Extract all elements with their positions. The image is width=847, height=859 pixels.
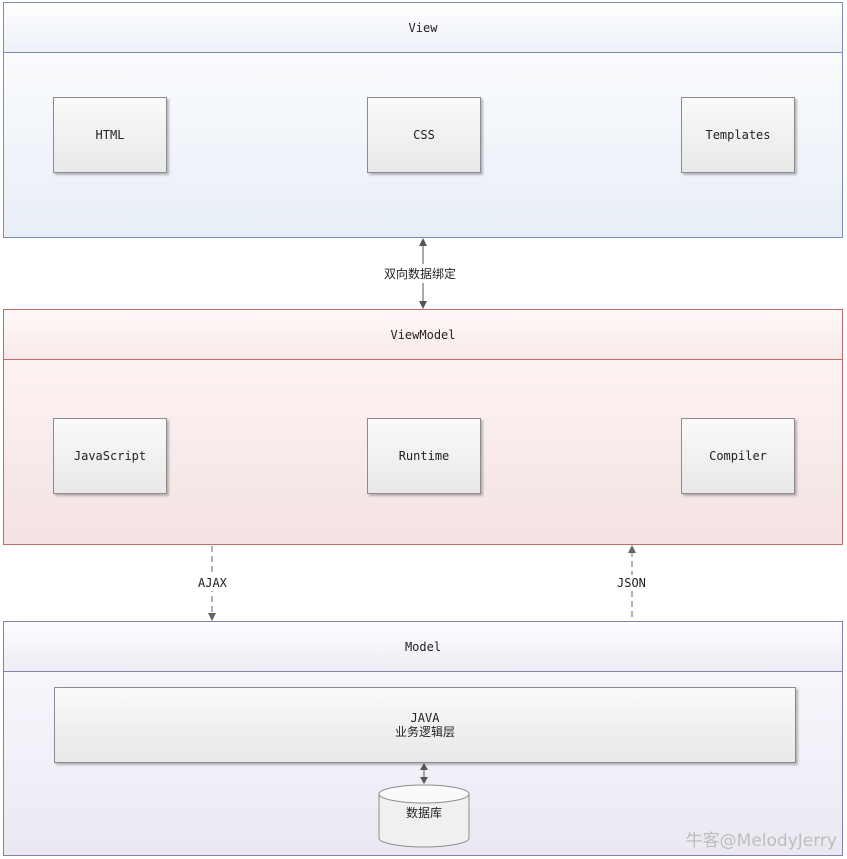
model-layer-title: Model bbox=[4, 622, 842, 672]
business-logic-line2: 业务逻辑层 bbox=[394, 725, 455, 739]
watermark: 牛客@MelodyJerry bbox=[686, 826, 837, 851]
viewmodel-layer: ViewModel JavaScript Runtime Compiler bbox=[3, 309, 843, 545]
database-label: 数据库 bbox=[405, 806, 442, 820]
runtime-box: Runtime bbox=[367, 418, 481, 494]
view-layer-title: View bbox=[4, 3, 842, 53]
json-label: JSON bbox=[615, 575, 648, 591]
ajax-label: AJAX bbox=[196, 575, 229, 591]
templates-box: Templates bbox=[681, 97, 795, 173]
database-icon bbox=[378, 784, 470, 848]
viewmodel-layer-title: ViewModel bbox=[4, 310, 842, 360]
view-layer: View HTML CSS Templates bbox=[3, 2, 843, 238]
watermark-text: 牛客@MelodyJerry bbox=[685, 831, 837, 851]
binding-label: 双向数据绑定 bbox=[382, 264, 459, 283]
business-logic-box: JAVA 业务逻辑层 bbox=[54, 687, 796, 763]
html-box: HTML bbox=[53, 97, 167, 173]
compiler-box: Compiler bbox=[681, 418, 795, 494]
css-box: CSS bbox=[367, 97, 481, 173]
db-arrow bbox=[420, 763, 428, 784]
javascript-box: JavaScript bbox=[53, 418, 167, 494]
business-logic-line1: JAVA bbox=[410, 711, 440, 725]
